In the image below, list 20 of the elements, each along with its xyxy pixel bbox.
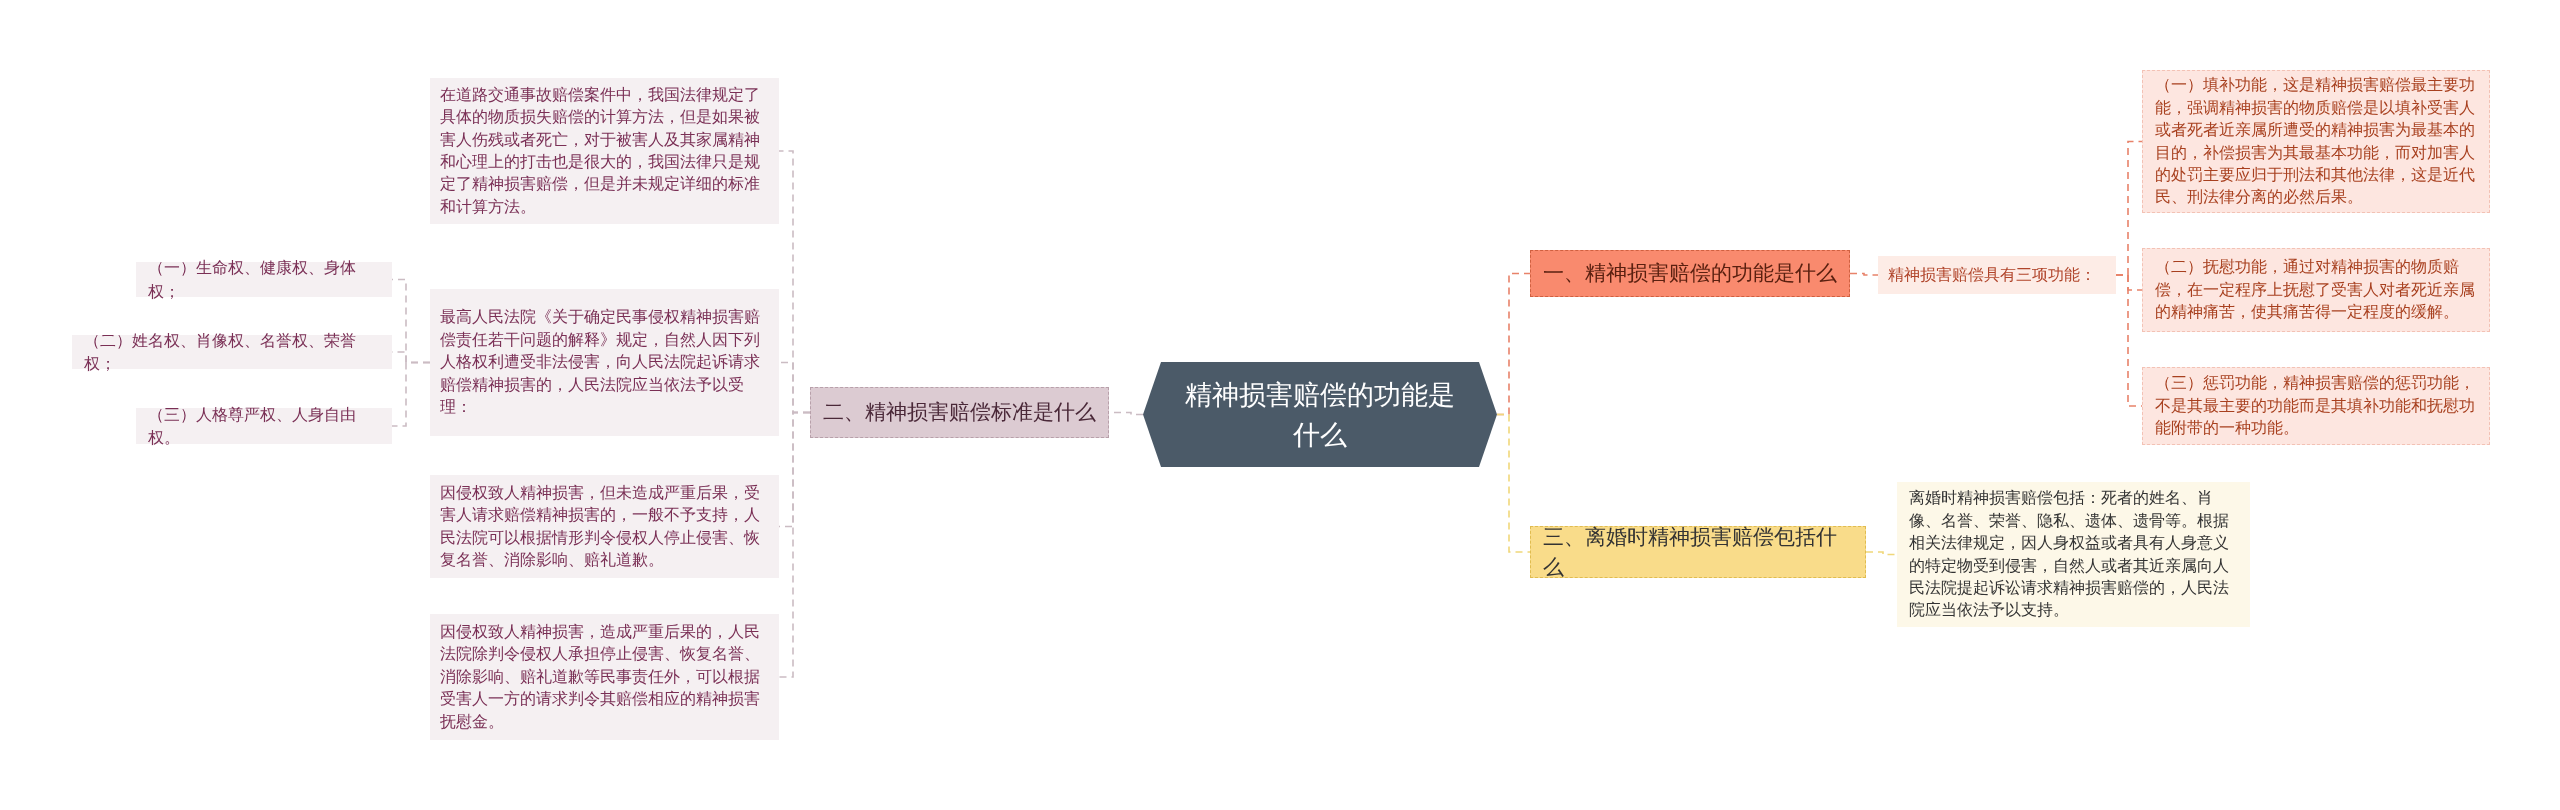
detail-box: 离婚时精神损害赔偿包括：死者的姓名、肖像、名誉、荣誉、隐私、遗体、遗骨等。根据相关法律规定，因人身权益或者具有人身意义的特定物受到侵害，自然人或者其近亲属向人民法院提起诉讼请求精神损害赔偿的，人民法院应当依法予以支持。 (1897, 482, 2250, 627)
detail-box: 因侵权致人精神损害，但未造成严重后果，受害人请求赔偿精神损害的，一般不予支持，人民法院可以根据情形判令侵权人停止侵害、恢复名誉、消除影响、赔礼道歉。 (430, 475, 779, 578)
topic-box: 一、精神损害赔偿的功能是什么 (1530, 250, 1850, 297)
connector-line (1865, 551, 1898, 556)
topic-box: 二、精神损害赔偿标准是什么 (810, 387, 1109, 438)
detail-box: （二）姓名权、肖像权、名誉权、荣誉权； (72, 335, 392, 369)
connector-line (391, 361, 431, 427)
subtopic-box: 精神损害赔偿具有三项功能： (1878, 256, 2116, 294)
topic-box: 三、离婚时精神损害赔偿包括什么 (1530, 526, 1866, 578)
detail-box: （二）抚慰功能，通过对精神损害的物质赔偿，在一定程序上抚慰了受害人对者死近亲属的精神痛苦，使其痛苦得一定程度的缓解。 (2142, 248, 2490, 332)
detail-box: 最高人民法院《关于确定民事侵权精神损害赔偿责任若干问题的解释》规定，自然人因下列人格权利遭受非法侵害，向人民法院起诉请求赔偿精神损害的，人民法院应当依法予以受理： (430, 289, 779, 436)
detail-box: 因侵权致人精神损害，造成严重后果的，人民法院除判令侵权人承担停止侵害、恢复名誉、消除影响、赔礼道歉等民事责任外，可以根据受害人一方的请求判令其赔偿相应的精神损害抚慰金。 (430, 614, 779, 740)
detail-box: 在道路交通事故赔偿案件中，我国法律规定了具体的物质损失赔偿的计算方法，但是如果被害人伤残或者死亡，对于被害人及其家属精神和心理上的打击也是很大的，我国法律只是规定了精神损害赔偿，但是并未规定详细的标准和计算方法。 (430, 78, 779, 224)
connector-line (778, 411, 811, 678)
connector-line (1849, 272, 1879, 276)
detail-box: （一）填补功能，这是精神损害赔偿最主要功能，强调精神损害的物质赔偿是以填补受害人或者死者近亲属所遭受的精神损害为最基本的目的，补偿损害为其最基本功能，而对加害人的处罚主要应归于刑法和其他法律，这是近代民、刑法律分离的必然后果。 (2142, 70, 2490, 213)
detail-box: （三）人格尊严权、人身自由权。 (136, 408, 392, 444)
detail-box: （三）惩罚功能，精神损害赔偿的惩罚功能，不是其最主要的功能而是其填补功能和抚慰功能附带的一种功能。 (2142, 367, 2490, 445)
central-topic-hexagon: 精神损害赔偿的功能是什么 (1143, 362, 1497, 467)
connector-line (1496, 413, 1531, 553)
